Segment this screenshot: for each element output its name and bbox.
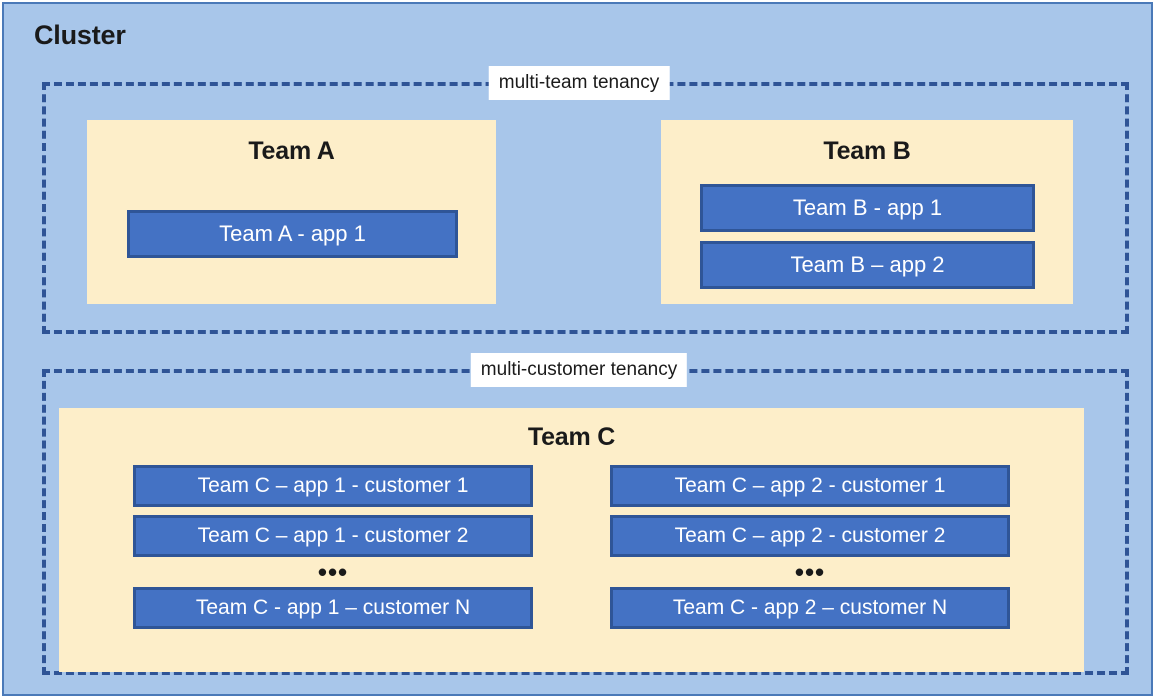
app-box-team-b-app-1[interactable]: Team B - app 1 bbox=[700, 184, 1035, 232]
app-list-team-b: Team B - app 1 Team B – app 2 bbox=[700, 184, 1035, 289]
team-title-team-a: Team A bbox=[248, 137, 335, 165]
app-column-team-c-app-2: Team C – app 2 - customer 1 Team C – app… bbox=[610, 465, 1010, 629]
app-column-team-c-app-1: Team C – app 1 - customer 1 Team C – app… bbox=[133, 465, 533, 629]
team-title-team-c: Team C bbox=[527, 423, 616, 451]
app-box-team-c-app-1-customer-2[interactable]: Team C – app 1 - customer 2 bbox=[133, 515, 533, 557]
team-title-team-b: Team B bbox=[823, 137, 911, 165]
tenancy-label-multi-customer: multi-customer tenancy bbox=[470, 353, 688, 387]
team-box-team-c: Team C Team C – app 1 - customer 1 Team … bbox=[59, 408, 1084, 672]
app-list-team-a: Team A - app 1 bbox=[127, 210, 458, 258]
app-box-team-b-app-2[interactable]: Team B – app 2 bbox=[700, 241, 1035, 289]
ellipsis-team-c-app-2: ••• bbox=[794, 556, 826, 587]
team-box-team-b: Team B Team B - app 1 Team B – app 2 bbox=[661, 120, 1073, 304]
cluster-title: Cluster bbox=[34, 20, 126, 50]
app-columns-team-c: Team C – app 1 - customer 1 Team C – app… bbox=[59, 465, 1084, 629]
team-box-team-a: Team A Team A - app 1 bbox=[87, 120, 496, 304]
app-box-team-c-app-1-customer-n[interactable]: Team C - app 1 – customer N bbox=[133, 587, 533, 629]
app-box-team-c-app-2-customer-n[interactable]: Team C - app 2 – customer N bbox=[610, 587, 1010, 629]
app-box-team-a-app-1[interactable]: Team A - app 1 bbox=[127, 210, 458, 258]
tenancy-label-multi-team: multi-team tenancy bbox=[488, 66, 670, 100]
ellipsis-team-c-app-1: ••• bbox=[317, 556, 349, 587]
app-box-team-c-app-2-customer-2[interactable]: Team C – app 2 - customer 2 bbox=[610, 515, 1010, 557]
app-box-team-c-app-1-customer-1[interactable]: Team C – app 1 - customer 1 bbox=[133, 465, 533, 507]
app-box-team-c-app-2-customer-1[interactable]: Team C – app 2 - customer 1 bbox=[610, 465, 1010, 507]
